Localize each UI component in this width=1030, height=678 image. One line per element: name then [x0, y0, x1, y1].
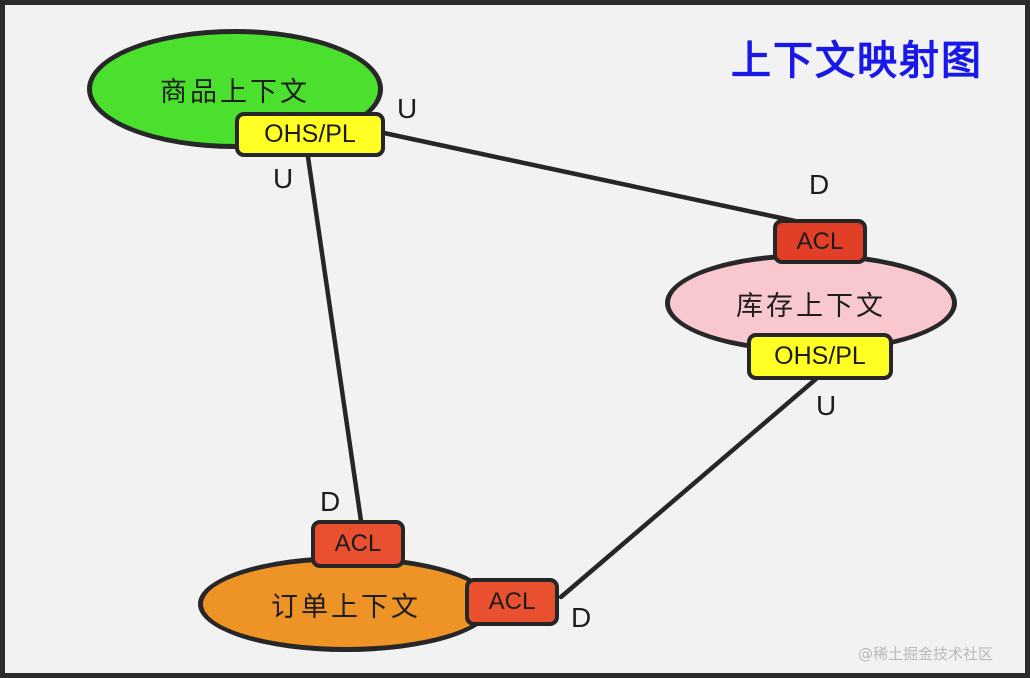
- page-title: 上下文映射图: [731, 38, 983, 84]
- edge-label-d-inventory: D: [809, 169, 830, 200]
- role-box-label: ACL: [334, 530, 382, 557]
- role-box-label: ACL: [796, 227, 844, 255]
- relationship-edge: [558, 376, 819, 600]
- role-box-inventory-ohs[interactable]: OHS/PL: [747, 333, 893, 380]
- relationship-edge: [305, 154, 364, 524]
- context-label: 商品上下文: [160, 76, 310, 108]
- edge-label-u-inventory: U: [816, 390, 837, 421]
- role-box-label: ACL: [488, 588, 536, 615]
- role-box-product-ohs[interactable]: OHS/PL: [235, 112, 385, 157]
- watermark: @稀土掘金技术社区: [858, 645, 994, 663]
- role-box-label: OHS/PL: [264, 120, 356, 148]
- role-box-order-acl-right[interactable]: ACL: [465, 578, 559, 626]
- context-ellipse-order[interactable]: 订单上下文: [198, 556, 494, 652]
- relationship-edge: [381, 130, 798, 224]
- context-label: 订单上下文: [271, 591, 421, 623]
- role-box-order-acl-top[interactable]: ACL: [311, 520, 405, 568]
- edge-label-d-order-top: D: [320, 486, 341, 517]
- edge-label-u-product-right: U: [397, 93, 418, 124]
- edge-label-u-product-down: U: [273, 163, 294, 194]
- role-box-inventory-acl[interactable]: ACL: [773, 219, 867, 264]
- edge-label-d-order-right: D: [571, 602, 592, 633]
- context-label: 库存上下文: [736, 290, 886, 322]
- role-box-label: OHS/PL: [774, 342, 866, 370]
